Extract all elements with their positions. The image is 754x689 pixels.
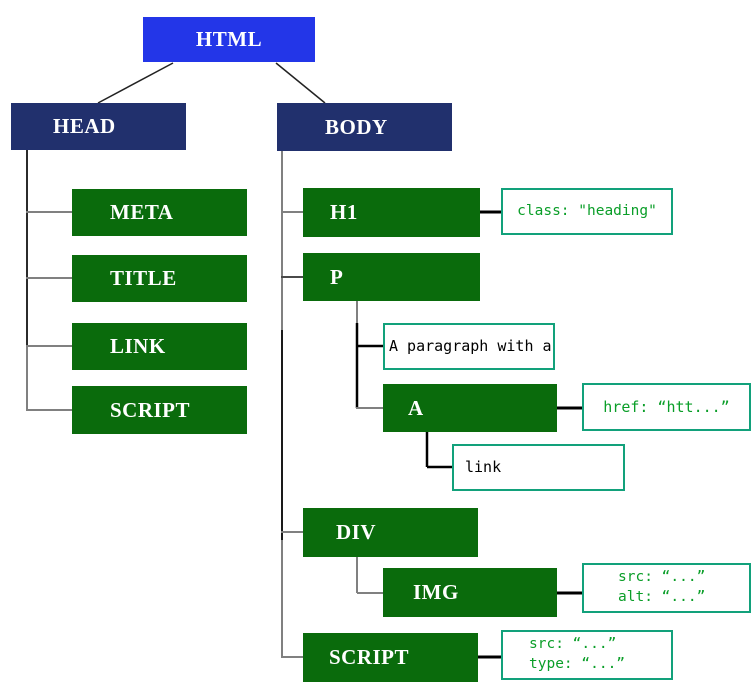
note-h1-class-text: class: "heading" xyxy=(517,202,657,219)
node-script-head-label: SCRIPT xyxy=(110,397,191,422)
note-script-attrs: src: “...” type: “...” xyxy=(501,630,673,680)
node-p-label: P xyxy=(330,264,344,289)
node-h1-label: H1 xyxy=(330,200,358,224)
node-img-label: IMG xyxy=(413,580,459,604)
node-div-label: DIV xyxy=(336,520,377,544)
note-p-text-content: A paragraph with a xyxy=(389,337,552,356)
node-title-label: TITLE xyxy=(110,266,177,290)
node-meta-label: META xyxy=(110,200,174,224)
note-h1-class: class: "heading" xyxy=(501,188,673,235)
node-title: TITLE xyxy=(72,255,247,302)
node-script-body: SCRIPT xyxy=(303,633,478,682)
node-head: HEAD xyxy=(11,103,186,150)
edge-html-body xyxy=(275,62,326,104)
node-body-label: BODY xyxy=(325,114,388,139)
node-head-label: HEAD xyxy=(53,114,116,138)
node-body: BODY xyxy=(277,103,452,151)
note-img-attrs: src: “...” alt: “...” xyxy=(582,563,751,613)
note-a-link-text: link xyxy=(452,444,625,491)
node-link-label: LINK xyxy=(110,334,166,358)
node-img: IMG xyxy=(383,568,557,617)
note-a-href-text: href: “htt...” xyxy=(603,397,730,416)
note-img-alt-text: alt: “...” xyxy=(618,589,706,605)
note-p-text: A paragraph with a xyxy=(383,323,555,370)
node-h1: H1 xyxy=(303,188,480,237)
node-a: A xyxy=(383,384,557,432)
note-a-href: href: “htt...” xyxy=(582,383,751,431)
note-script-type-text: type: “...” xyxy=(529,656,626,672)
node-html: HTML xyxy=(143,17,315,62)
node-div: DIV xyxy=(303,508,478,557)
node-script-body-label: SCRIPT xyxy=(329,645,410,669)
note-img-src-text: src: “...” xyxy=(618,569,706,586)
node-meta: META xyxy=(72,189,247,236)
node-script-head: SCRIPT xyxy=(72,386,247,434)
node-p: P xyxy=(303,253,480,301)
note-script-src-text: src: “...” xyxy=(529,636,617,653)
edge-html-head xyxy=(97,62,174,104)
note-a-link-text-content: link xyxy=(465,458,502,477)
node-link: LINK xyxy=(72,323,247,370)
node-html-label: HTML xyxy=(195,27,263,51)
node-a-label: A xyxy=(408,395,424,420)
